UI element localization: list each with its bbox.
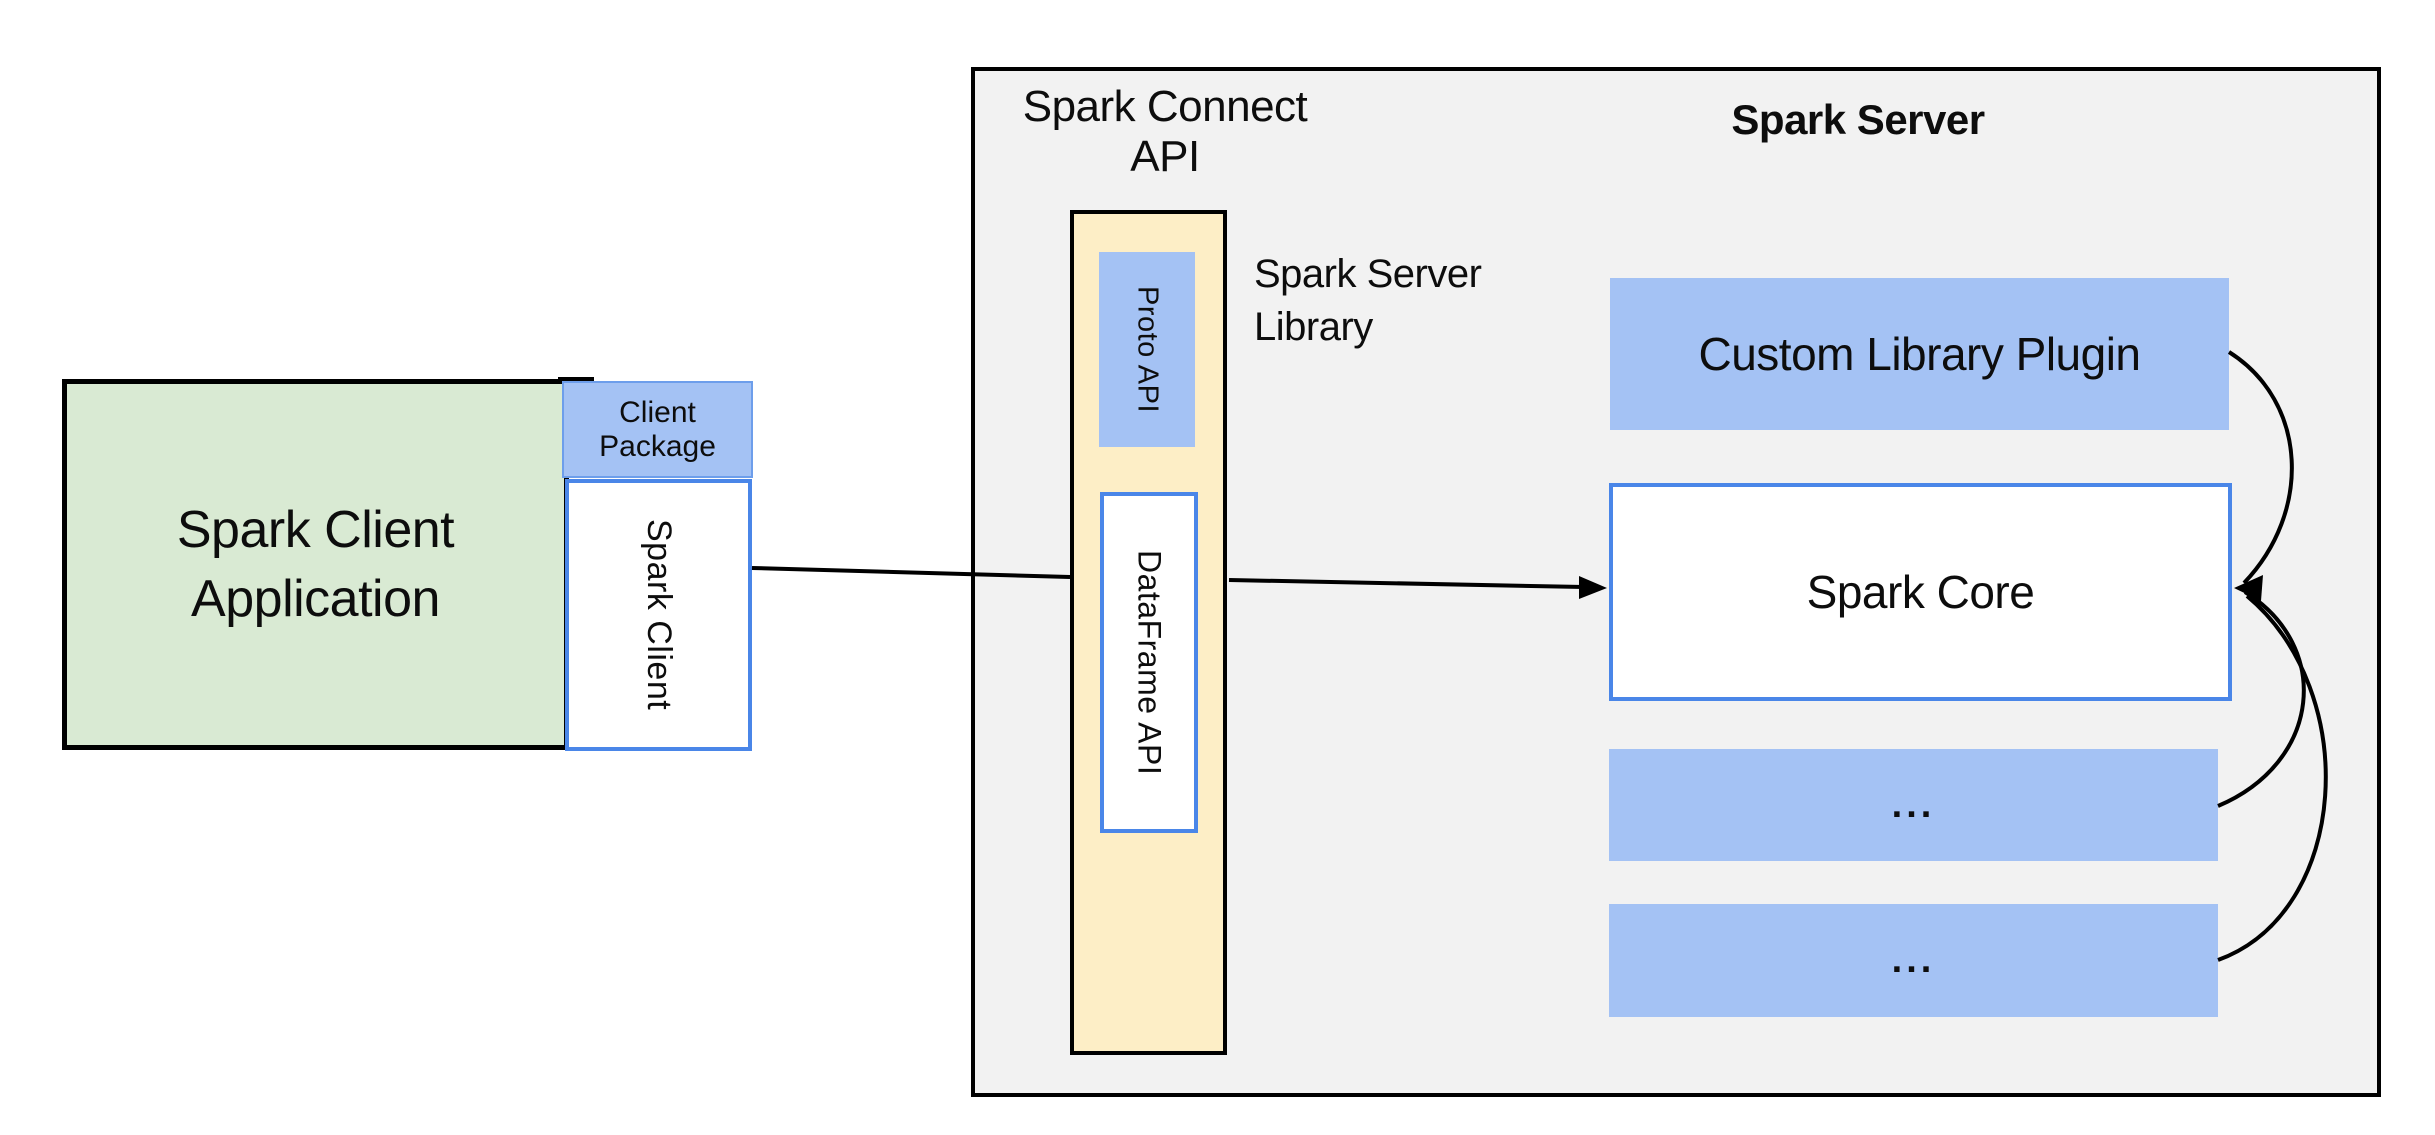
ellipsis-label-2: ... — [1891, 939, 1936, 981]
spark-connect-api-label: Spark Connect API — [1022, 82, 1308, 182]
dataframe-api-label: DataFrame API — [1131, 549, 1168, 776]
green-box-border-overhang — [558, 377, 594, 383]
custom-library-plugin-label: Custom Library Plugin — [1698, 328, 2141, 380]
spark-client-application-label: Spark Client Application — [176, 500, 455, 628]
spark-server-title: Spark Server — [1731, 96, 1985, 143]
proto-api-label: Proto API — [1131, 285, 1164, 413]
spark-client-label: Spark Client — [640, 519, 678, 711]
ellipsis-label-1: ... — [1891, 783, 1936, 826]
proto-api-box: Proto API — [1099, 252, 1195, 447]
plugin-placeholder-box-1: ... — [1609, 749, 2218, 861]
dataframe-api-box: DataFrame API — [1100, 492, 1198, 833]
client-package-box: Client Package — [562, 381, 753, 478]
spark-core-label: Spark Core — [1806, 566, 2035, 618]
spark-client-application-box: Spark Client Application — [62, 379, 569, 750]
spark-client-box: Spark Client — [565, 479, 752, 751]
client-package-label: Client Package — [599, 395, 716, 463]
custom-library-plugin-box: Custom Library Plugin — [1610, 278, 2229, 430]
plugin-placeholder-box-2: ... — [1609, 904, 2218, 1017]
spark-core-box: Spark Core — [1609, 483, 2232, 701]
spark-server-library-label: Spark Server Library — [1254, 252, 1482, 349]
